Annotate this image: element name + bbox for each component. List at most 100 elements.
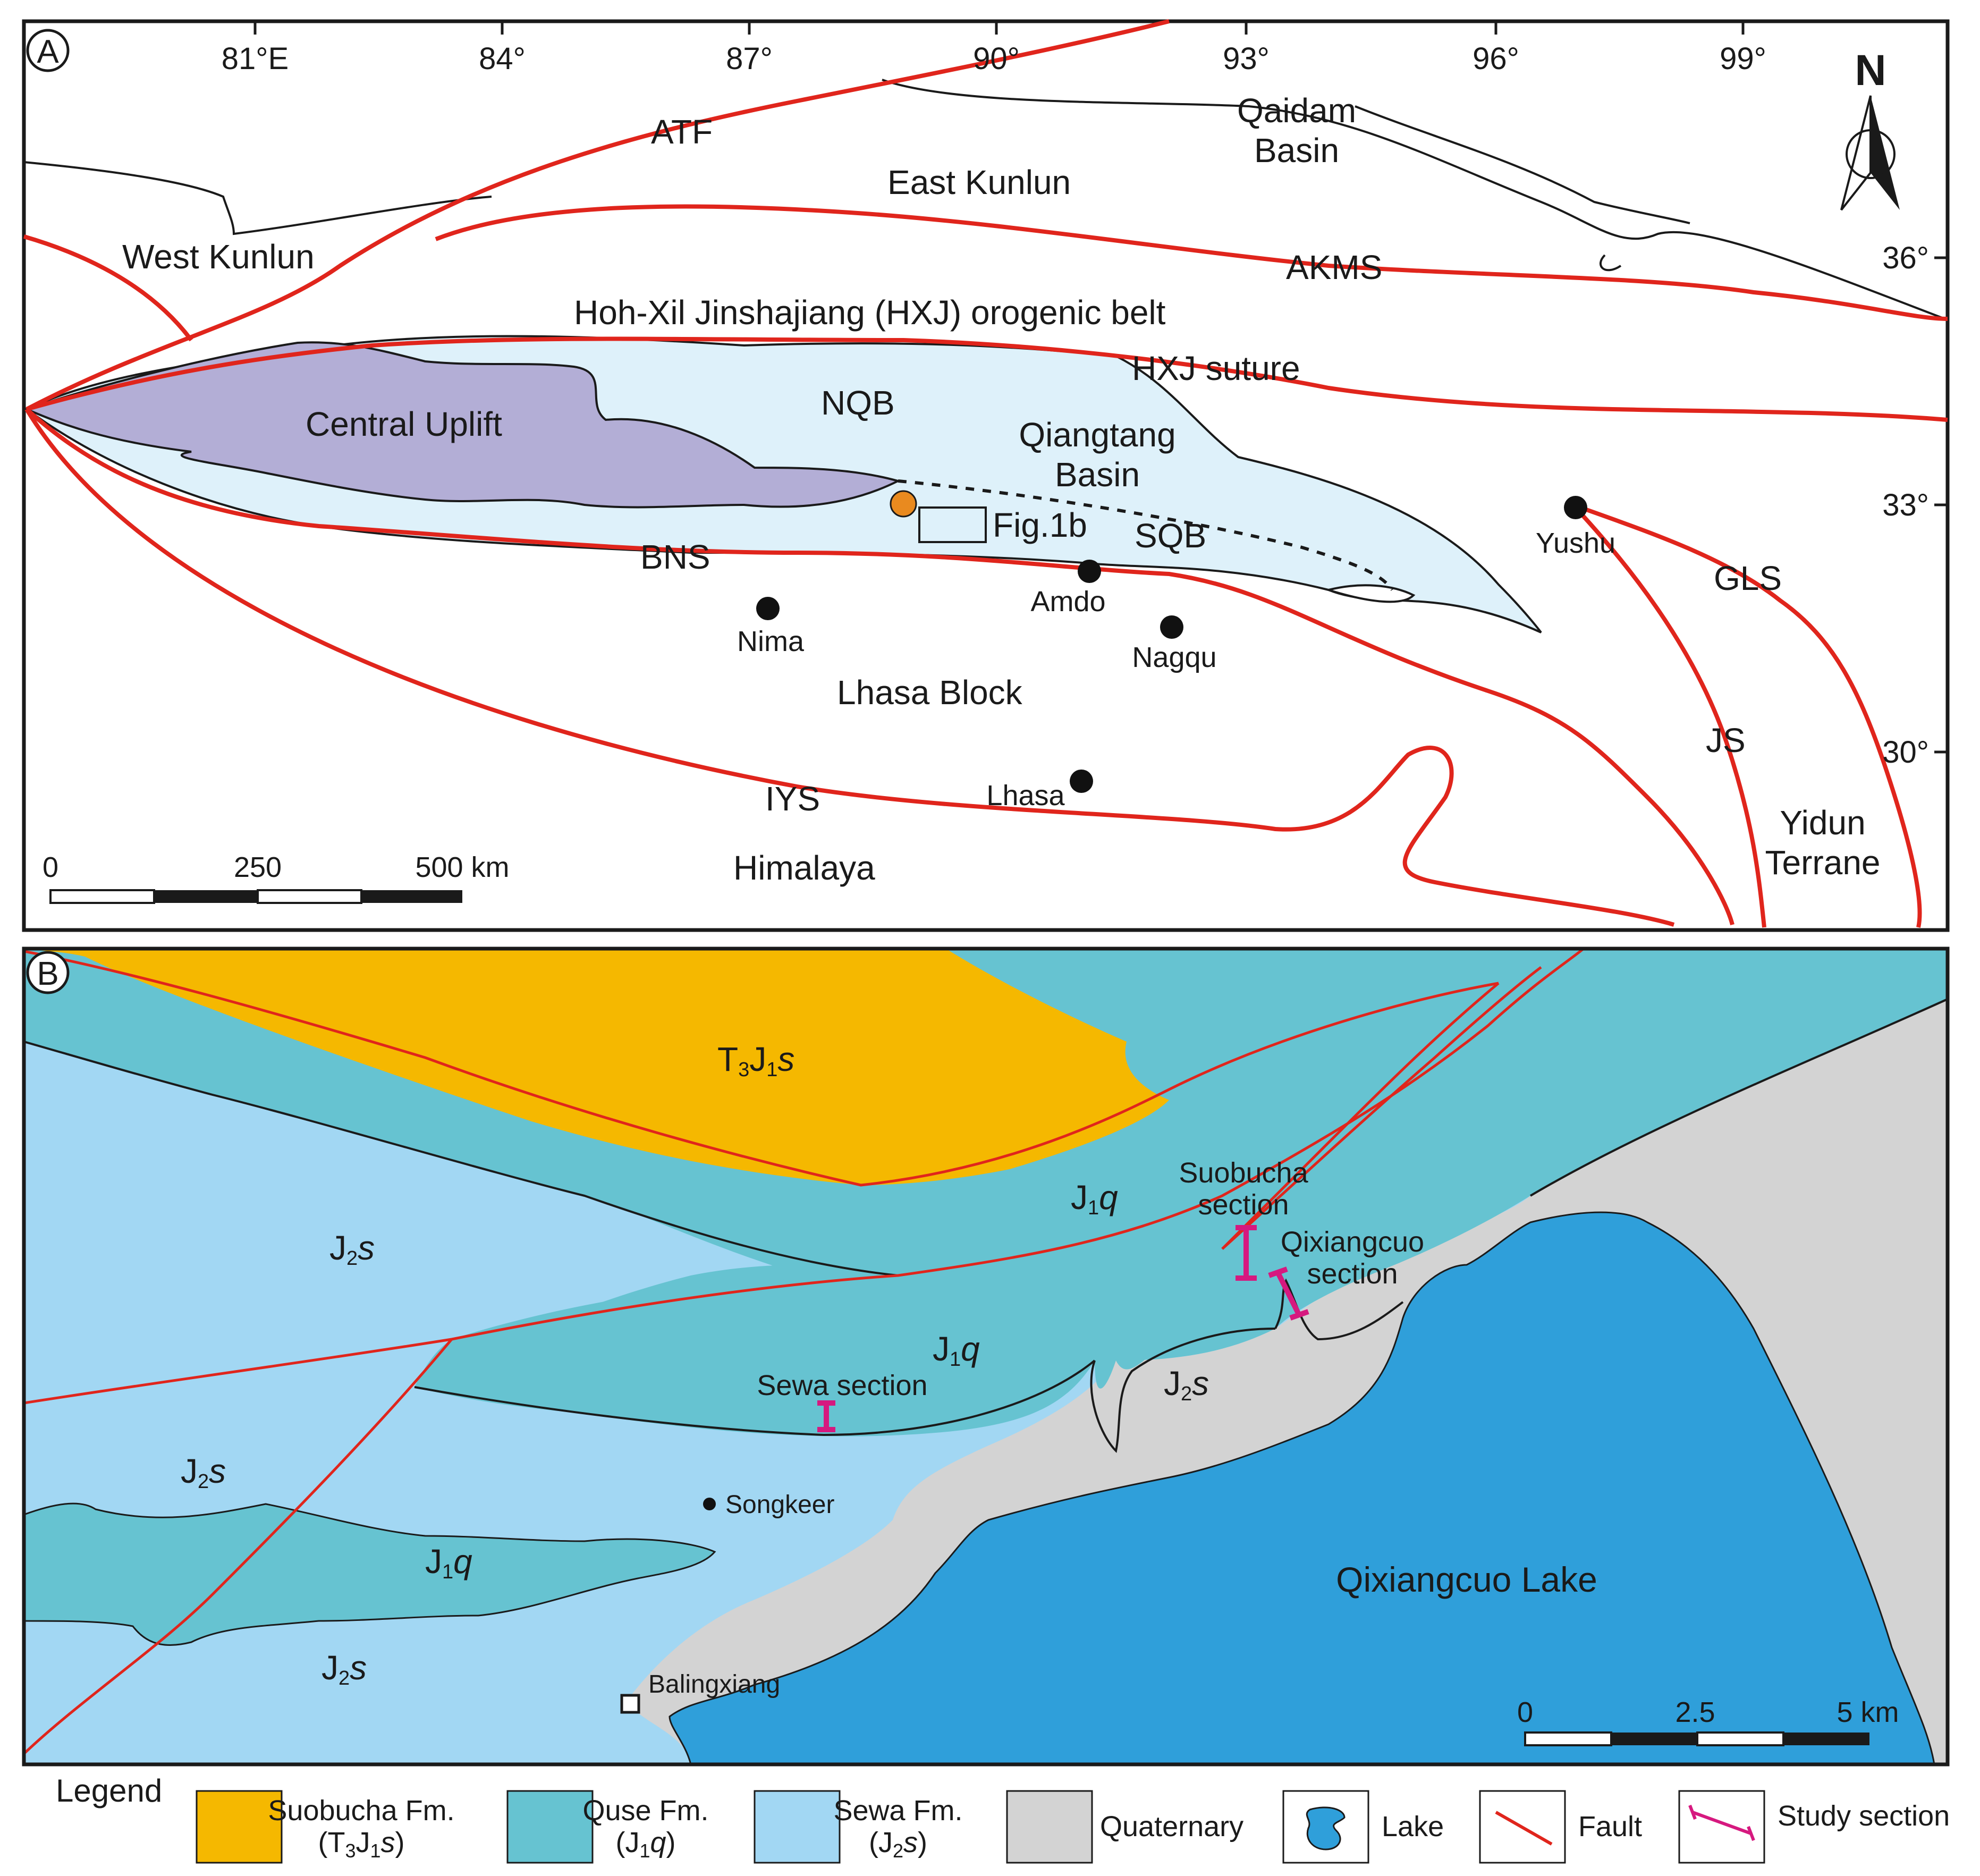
north-arrow: N: [1840, 46, 1900, 211]
label-qixiangcuo-section-2: section: [1307, 1258, 1398, 1290]
songkeer-dot: [703, 1498, 716, 1510]
scale-a-seg: [154, 890, 258, 903]
sutures-panel-a: [23, 19, 1948, 928]
gls-suture-line: [1572, 503, 1922, 928]
scale-a-label-0: 0: [43, 851, 58, 883]
unit-j2s: J2s: [321, 1649, 367, 1689]
lon-tick-label: 84°: [479, 41, 526, 76]
unit-sub: 2: [198, 1471, 209, 1493]
label-yidun-2: Terrane: [1765, 843, 1881, 882]
north-arrow-left-half: [1840, 95, 1872, 211]
legend-title: Legend: [56, 1773, 162, 1809]
scale-b-seg: [1696, 1731, 1784, 1746]
unit-ital: s: [350, 1649, 367, 1687]
badge-a-circle: [26, 29, 70, 72]
city-label: Nagqu: [1132, 641, 1216, 673]
scale-a-label-500: 500 km: [415, 851, 509, 883]
boundary-line: [1090, 1328, 1276, 1454]
code-sub: 1: [370, 1840, 380, 1862]
kunlun-boundary: [23, 161, 492, 235]
lat-ticks: 36° 33° 30°: [1882, 241, 1948, 770]
legend-item-suobucha: Suobucha Fm. (T3J1s): [196, 1790, 455, 1864]
scale-b-label-2-5: 2.5: [1675, 1696, 1715, 1728]
qixiangcuo-lake-area: [669, 1211, 1935, 1764]
legend-label: Quse Fm.: [582, 1795, 708, 1827]
label-songkeer: Songkeer: [725, 1491, 834, 1519]
legend-item-fault: Fault: [1479, 1790, 1642, 1864]
code-ital: s: [381, 1827, 395, 1858]
panel-b-frame: [22, 947, 1950, 1767]
qaidam-south-boundary: [1600, 254, 1622, 272]
central-dashed-line: [898, 479, 1394, 591]
legend-label: Study section: [1778, 1800, 1950, 1832]
unit-ital: s: [358, 1229, 375, 1267]
study-area-point: [890, 490, 917, 518]
study-section-cap: [1688, 1804, 1697, 1820]
fault-line: [24, 949, 1585, 1405]
code-part: (T: [318, 1827, 345, 1858]
unit-sub: 2: [346, 1247, 358, 1270]
scale-b-label-0: 0: [1517, 1696, 1533, 1728]
suobucha-fm-area: [24, 949, 1169, 1185]
city-dot: [756, 597, 780, 620]
unit-ital: s: [777, 1040, 794, 1078]
label-lhasa-block: Lhasa Block: [837, 673, 1023, 712]
scale-a-seg: [49, 889, 155, 904]
label-hxj-suture: HXJ suture: [1132, 349, 1300, 387]
section-sewa-marker: [817, 1400, 835, 1432]
label-qixiangcuo-section-1: Qixiangcuo: [1281, 1226, 1424, 1258]
fault-line: [1221, 982, 1500, 1250]
legend-swatch: [1678, 1790, 1765, 1864]
fault-line: [1221, 966, 1542, 1250]
label-iys: IYS: [765, 780, 820, 818]
label-himalaya: Himalaya: [733, 849, 875, 887]
label-sqb: SQB: [1135, 517, 1206, 555]
city-nagqu: Nagqu: [1132, 615, 1217, 673]
label-balingxiang: Balingxiang: [648, 1670, 780, 1698]
lon-tick-label: 81°E: [222, 41, 289, 76]
unit-ital: q: [1099, 1178, 1118, 1216]
lat-tick-label: 36°: [1882, 241, 1929, 275]
legend-item-sewa: Sewa Fm. (J2s): [754, 1790, 963, 1864]
code-part: ): [666, 1827, 676, 1858]
legend-item-lake: Lake: [1282, 1790, 1444, 1864]
lon-ticks: 81°E 84° 87° 90° 93° 96° 99°: [222, 21, 1766, 76]
unit-part: J: [933, 1330, 950, 1368]
lon-tick-label: 96°: [1473, 41, 1519, 76]
city-dot: [1078, 560, 1101, 583]
label-qaidam-1: Qaidam: [1237, 91, 1356, 130]
label-gls: GLS: [1714, 559, 1782, 597]
unit-j2s: J2s: [329, 1229, 375, 1270]
unit-part: J: [425, 1542, 442, 1581]
legend-code: (T3J1s): [318, 1827, 404, 1862]
scale-b-seg: [1524, 1731, 1612, 1746]
lon-tick-label: 93°: [1223, 41, 1270, 76]
scale-a-label-250: 250: [234, 851, 282, 883]
lake-icon: [1306, 1806, 1346, 1850]
badge-b-letter: B: [37, 956, 58, 992]
section-cap: [1268, 1266, 1288, 1278]
lon-tick-label: 87°: [726, 41, 773, 76]
scale-b-seg: [1783, 1733, 1869, 1745]
city-dot: [1564, 496, 1587, 519]
lon-tick-label: 90°: [973, 41, 1020, 76]
panel-a: 81°E 84° 87° 90° 93° 96° 99° 36° 33° 30°…: [22, 19, 1950, 932]
city-lhasa: Lhasa: [986, 770, 1093, 812]
scale-a-seg: [257, 889, 362, 904]
unit-ital: q: [961, 1330, 980, 1368]
legend-item-quaternary: Quaternary: [1006, 1790, 1243, 1864]
fault-line: [24, 950, 1499, 1187]
legend-label: Fault: [1578, 1811, 1642, 1843]
unit-j1q: J1q: [425, 1542, 472, 1583]
label-qaidam-2: Basin: [1254, 131, 1339, 170]
code-part: ): [395, 1827, 405, 1858]
unit-j2s: J2s: [181, 1452, 226, 1493]
scale-b-label-5: 5 km: [1837, 1696, 1899, 1728]
legend-swatch: [1006, 1790, 1093, 1864]
boundary-line: [24, 1041, 899, 1277]
section-qixiangcuo-marker: [1268, 1266, 1309, 1321]
legend-code: (J2s): [869, 1827, 927, 1862]
legend-label: Lake: [1382, 1811, 1444, 1843]
label-nqb: NQB: [821, 384, 895, 422]
